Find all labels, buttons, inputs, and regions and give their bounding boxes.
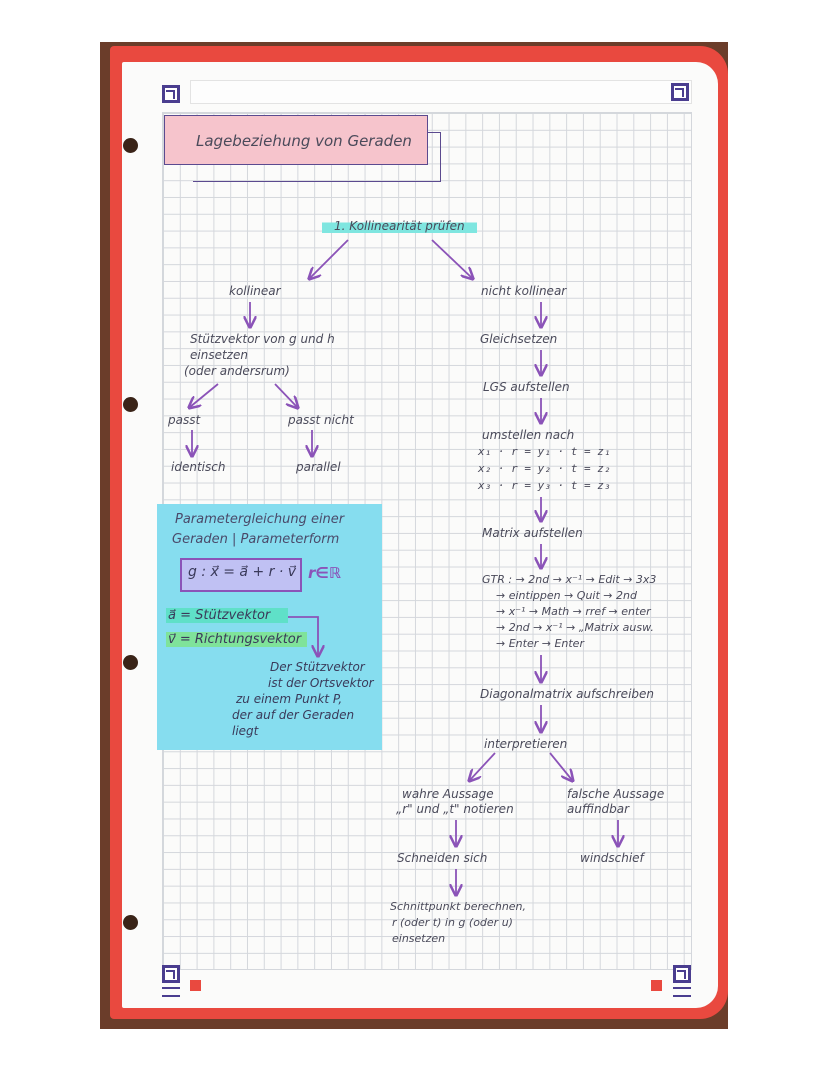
parameter-formula: g : x⃗ = a⃗ + r · v⃗ xyxy=(188,564,297,580)
sticky-note xyxy=(157,504,382,750)
punch-hole xyxy=(123,915,138,930)
label-parallel: parallel xyxy=(296,460,341,474)
label-diagonalmatrix: Diagonalmatrix aufschreiben xyxy=(480,687,655,701)
corner-mark-icon xyxy=(671,83,689,101)
label-r-t-notieren: „r" und „t" notieren xyxy=(396,802,514,816)
label-identisch: identisch xyxy=(171,460,226,474)
note-line4: der auf der Geraden xyxy=(232,708,355,722)
header-strip xyxy=(190,80,692,104)
gtr-step-5: → Enter → Enter xyxy=(496,637,584,650)
red-square-icon xyxy=(190,980,201,991)
schnittpunkt-line3: einsetzen xyxy=(392,932,446,945)
label-interpretieren: interpretieren xyxy=(484,737,568,751)
stuetz-line2: einsetzen xyxy=(190,348,248,362)
label-auffindbar: auffindbar xyxy=(567,802,630,816)
title-box xyxy=(164,115,428,165)
stuetz-line3: (oder andersrum) xyxy=(184,364,290,378)
corner-bars-icon xyxy=(162,987,180,997)
sticky-heading-2: Geraden | Parameterform xyxy=(172,532,340,547)
label-wahre-aussage: wahre Aussage xyxy=(402,787,494,801)
corner-bars-icon xyxy=(673,987,691,997)
punch-hole xyxy=(123,655,138,670)
corner-mark-icon xyxy=(162,85,180,103)
label-matrix: Matrix aufstellen xyxy=(482,526,583,540)
schnittpunkt-line2: r (oder t) in g (oder u) xyxy=(392,916,513,929)
red-square-icon xyxy=(651,980,662,991)
label-windschief: windschief xyxy=(580,851,644,865)
gtr-step-1: GTR : → 2nd → x⁻¹ → Edit → 3x3 xyxy=(482,573,657,586)
label-falsche-aussage: falsche Aussage xyxy=(567,787,665,801)
label-passt: passt xyxy=(168,413,201,427)
punch-hole xyxy=(123,397,138,412)
stuetz-line1: Stützvektor von g und h xyxy=(190,332,335,346)
gtr-step-3: → x⁻¹ → Math → rref → enter xyxy=(496,605,651,618)
label-nicht-kollinear: nicht kollinear xyxy=(481,284,567,298)
page-title: Lagebeziehung von Geraden xyxy=(196,132,412,150)
schnittpunkt-line1: Schnittpunkt berechnen, xyxy=(390,900,527,913)
note-line1: Der Stützvektor xyxy=(270,660,365,674)
label-stuetzvektor: a⃗ = Stützvektor xyxy=(166,608,289,623)
label-schneiden-sich: Schneiden sich xyxy=(397,851,488,865)
sticky-heading-1: Parametergleichung einer xyxy=(175,512,345,527)
punch-hole xyxy=(123,138,138,153)
equation-2: x₂ · r = y₂ · t = z₂ xyxy=(478,462,611,475)
corner-mark-icon xyxy=(162,965,180,983)
label-lgs: LGS aufstellen xyxy=(483,380,570,394)
equation-3: x₃ · r = y₃ · t = z₃ xyxy=(478,479,611,492)
gtr-step-4: → 2nd → x⁻¹ → „Matrix ausw. xyxy=(496,621,654,634)
equation-1: x₁ · r = y₁ · t = z₁ xyxy=(478,445,611,458)
note-line3: zu einem Punkt P, xyxy=(236,692,343,706)
label-gleichsetzen: Gleichsetzen xyxy=(480,332,558,346)
label-richtungsvektor: v⃗ = Richtungsvektor xyxy=(166,632,308,647)
corner-mark-icon xyxy=(673,965,691,983)
formula-box xyxy=(180,558,302,592)
parameter-domain: r∈ℝ xyxy=(308,564,341,582)
label-passt-nicht: passt nicht xyxy=(288,413,354,427)
note-line2: ist der Ortsvektor xyxy=(268,676,374,690)
step-kollinearitaet: 1. Kollinearität prüfen xyxy=(322,217,477,235)
note-line5: liegt xyxy=(232,724,259,738)
label-umstellen: umstellen nach xyxy=(482,428,575,442)
label-kollinear: kollinear xyxy=(229,284,281,298)
gtr-step-2: → eintippen → Quit → 2nd xyxy=(496,589,637,602)
